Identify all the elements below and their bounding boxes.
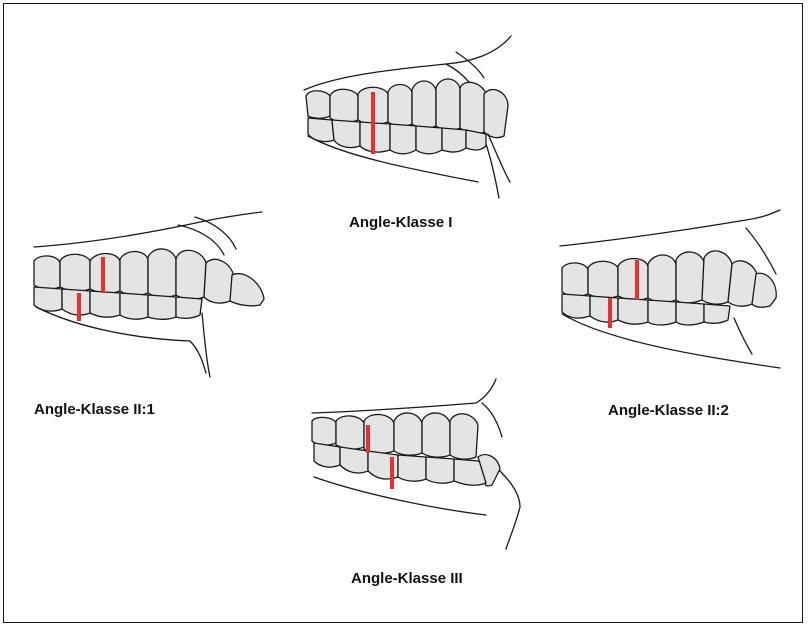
dentition-illustration-class-3: [306, 377, 531, 552]
figure-frame: Angle-Klasse I: [3, 3, 803, 623]
caption-class-1: Angle-Klasse I: [349, 214, 452, 231]
occlusion-diagram-class-1: [296, 32, 521, 202]
caption-class-2-2: Angle-Klasse II:2: [608, 402, 729, 419]
occlusion-diagram-class-2-2: [556, 208, 788, 373]
occlusion-diagram-class-2-1: [30, 209, 270, 379]
caption-class-3: Angle-Klasse III: [351, 570, 463, 587]
caption-class-2-1: Angle-Klasse II:1: [34, 401, 155, 418]
occlusion-diagram-class-3: [306, 377, 531, 552]
dentition-illustration-class-1: [296, 32, 521, 202]
dentition-illustration-class-2-1: [30, 209, 270, 379]
dentition-illustration-class-2-2: [556, 208, 788, 373]
